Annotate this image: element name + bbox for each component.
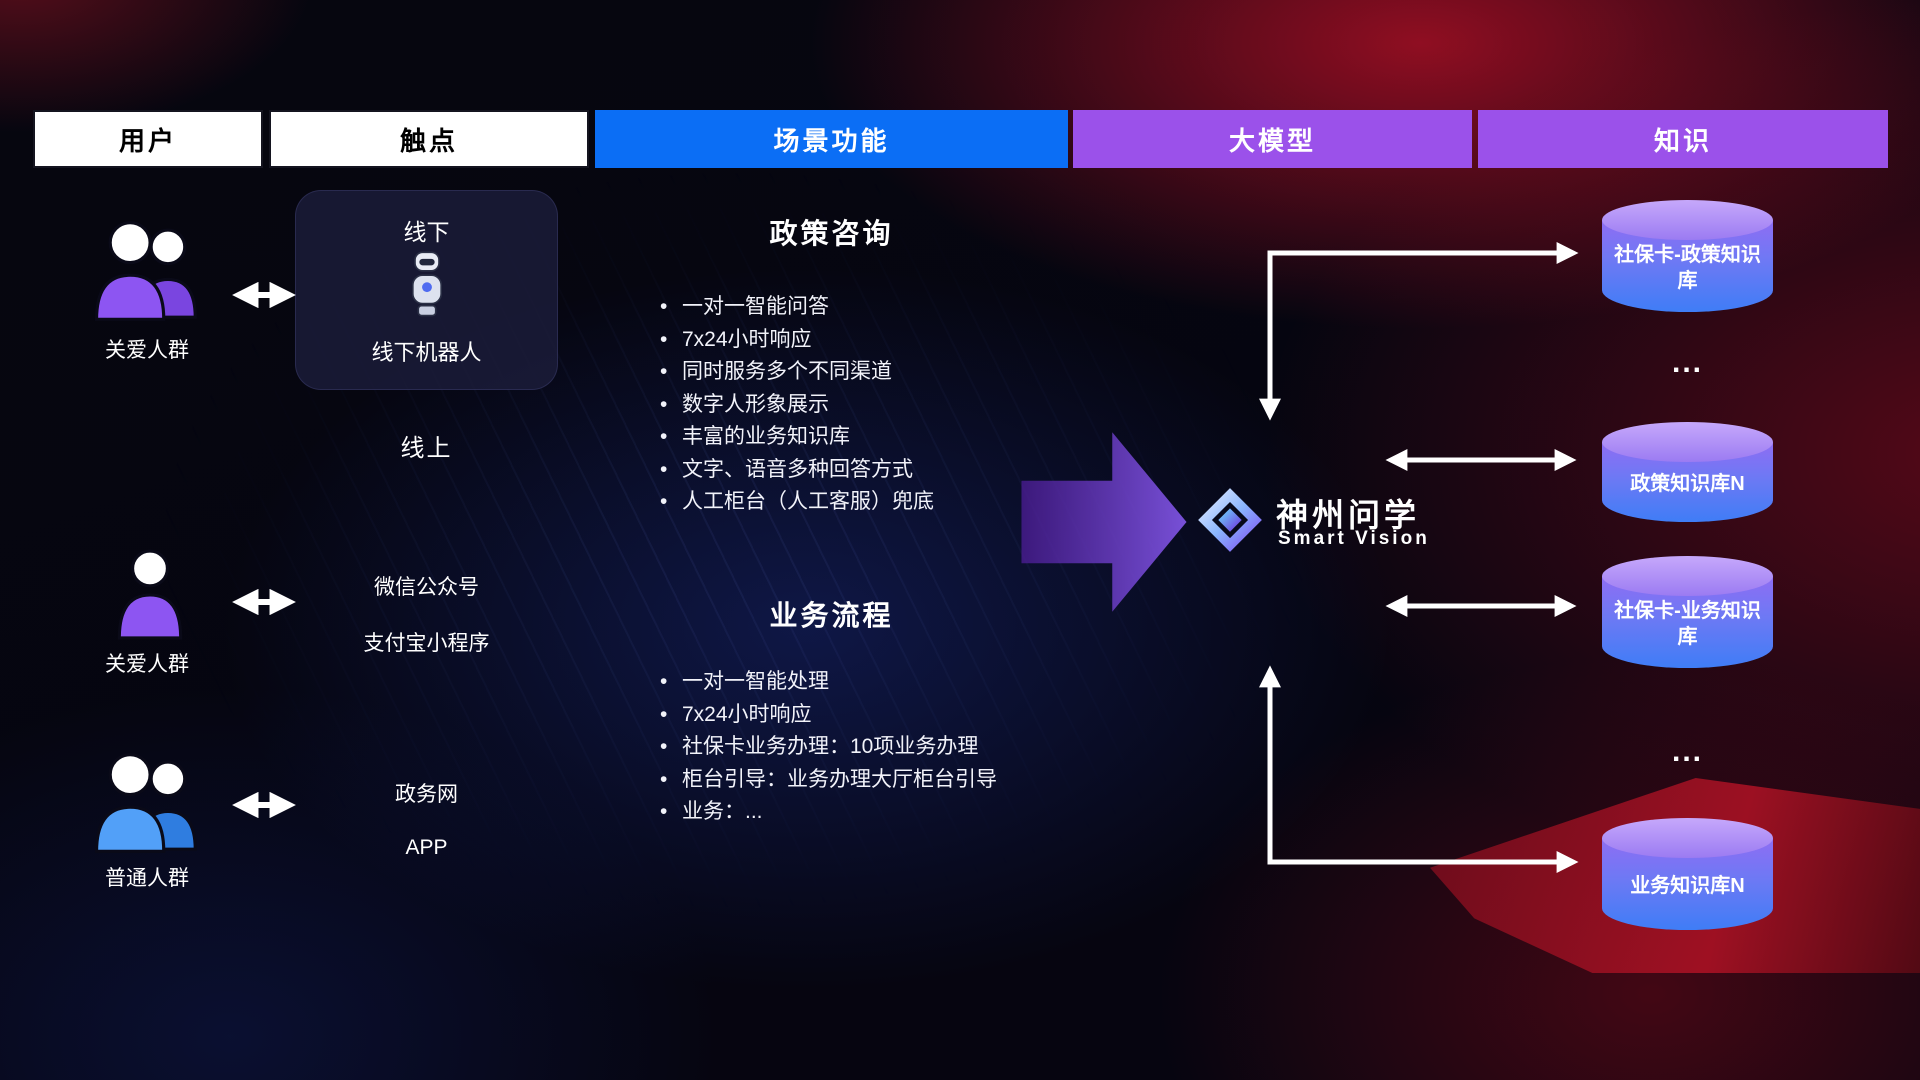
user-group3-label: 普通人群 bbox=[105, 867, 189, 890]
business-bullet: 社保卡业务办理：10项业务办理 bbox=[660, 731, 1120, 764]
db1-label: 社保卡-政策知识库 bbox=[1614, 244, 1761, 292]
l-arrow-top-icon bbox=[1258, 241, 1579, 421]
offline-title: 线下 bbox=[403, 219, 450, 245]
policy-bullet: 同时服务多个不同渠道 bbox=[660, 356, 1120, 389]
policy-section-title: 政策咨询 bbox=[769, 218, 894, 249]
business-bullet: 柜台引导：业务办理大厅柜台引导 bbox=[660, 764, 1120, 797]
single-person-icon bbox=[114, 548, 186, 640]
ellipsis-more-business: ... bbox=[1671, 735, 1703, 768]
channel-alipay: 支付宝小程序 bbox=[363, 632, 490, 655]
db4-label: 业务知识库N bbox=[1630, 875, 1745, 897]
channel-gov: 政务网 bbox=[395, 783, 458, 806]
db2-label: 政策知识库N bbox=[1630, 473, 1745, 495]
model-subtitle: Smart Vision bbox=[1278, 528, 1430, 549]
ellipsis-more-policy: ... bbox=[1671, 346, 1703, 379]
block-arrow-icon bbox=[1020, 424, 1188, 620]
online-title: 线上 bbox=[400, 435, 453, 462]
column-header-knowledge: 知识 bbox=[1478, 110, 1888, 168]
column-header-scenarios: 场景功能 bbox=[595, 110, 1068, 168]
business-bullet: 业务：... bbox=[660, 796, 1120, 829]
general-group-icon bbox=[85, 748, 211, 858]
policy-bullet: 人工柜台（人工客服）兜底 bbox=[660, 486, 1120, 519]
column-header-users: 用户 bbox=[33, 110, 263, 168]
business-bullet-list: 一对一智能处理 7x24小时响应 社保卡业务办理：10项业务办理 柜台引导：业务… bbox=[660, 666, 1120, 829]
policy-bullet: 数字人形象展示 bbox=[660, 389, 1120, 422]
policy-bullet-list: 一对一智能问答 7x24小时响应 同时服务多个不同渠道 数字人形象展示 丰富的业… bbox=[660, 291, 1120, 519]
offline-robot-label: 线下机器人 bbox=[371, 340, 482, 365]
business-section-title: 业务流程 bbox=[769, 600, 894, 631]
offline-touchpoint-card: 线下 线下机器人 bbox=[295, 190, 558, 390]
db3-label: 社保卡-业务知识库 bbox=[1614, 600, 1761, 648]
database-icon-business-sscard: 社保卡-业务知识库 bbox=[1602, 556, 1773, 668]
column-header-touchpoints: 触点 bbox=[269, 110, 589, 168]
logo-diamond-icon bbox=[1196, 486, 1264, 554]
user-group2-label: 关爱人群 bbox=[105, 653, 189, 676]
policy-bullet: 一对一智能问答 bbox=[660, 291, 1120, 324]
database-icon-policy-sscard: 社保卡-政策知识库 bbox=[1602, 200, 1773, 312]
robot-icon bbox=[296, 249, 557, 321]
channel-wechat: 微信公众号 bbox=[374, 576, 479, 599]
business-bullet: 一对一智能处理 bbox=[660, 666, 1120, 699]
business-bullet: 7x24小时响应 bbox=[660, 699, 1120, 732]
database-icon-business-n: 业务知识库N bbox=[1602, 818, 1773, 930]
policy-bullet: 文字、语音多种回答方式 bbox=[660, 454, 1120, 487]
care-group-icon bbox=[85, 216, 211, 326]
user-group1-label: 关爱人群 bbox=[105, 339, 189, 362]
model-name: 神州问学 bbox=[1276, 497, 1421, 533]
channel-app: APP bbox=[405, 836, 448, 859]
column-header-model: 大模型 bbox=[1073, 110, 1472, 168]
database-icon-policy-n: 政策知识库N bbox=[1602, 422, 1773, 522]
l-arrow-bottom-icon bbox=[1258, 665, 1579, 874]
policy-bullet: 丰富的业务知识库 bbox=[660, 421, 1120, 454]
policy-bullet: 7x24小时响应 bbox=[660, 324, 1120, 357]
